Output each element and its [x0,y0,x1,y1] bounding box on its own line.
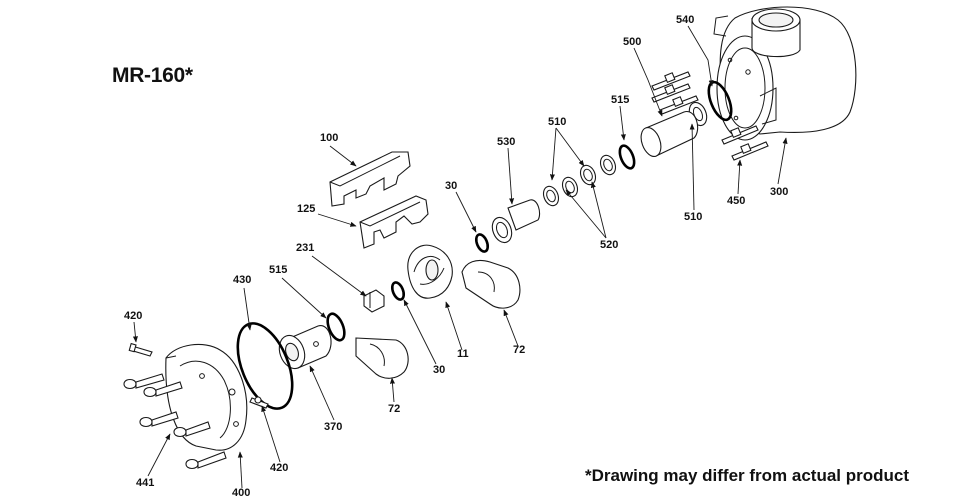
leader-lines [132,25,788,489]
insert-231 [363,289,385,313]
callout-231: 231 [296,242,315,254]
stud-bolts [651,71,769,161]
callout-430: 430 [233,274,252,286]
diagram-title: MR-160* [112,64,193,87]
coupling-370 [278,325,332,370]
callout-510-washer: 510 [684,211,703,223]
o-ring-515 [618,144,636,170]
shaft-sleeve-530 [491,199,541,244]
callout-370: 370 [324,421,343,433]
diffuser-72-upper [461,259,521,309]
callout-500: 500 [623,36,642,48]
seal-rings [542,154,617,207]
o-ring-515-lower [326,312,346,342]
callout-72-lower: 72 [388,403,401,415]
callout-400: 400 [232,487,251,499]
bolts-441 [123,373,227,470]
callout-300: 300 [770,186,789,198]
callout-540: 540 [676,14,695,26]
callout-11: 11 [457,348,469,360]
sleeve-500 [640,111,699,157]
callout-420-upper: 420 [124,310,143,322]
callout-420-lower: 420 [270,462,289,474]
pump-housing [713,6,857,141]
callout-30-lower: 30 [433,364,446,376]
callout-125: 125 [297,203,316,215]
bracket-125 [359,195,429,249]
callout-72-upper: 72 [513,344,526,356]
o-ring-30-upper [474,233,490,253]
callout-515: 515 [611,94,630,106]
callout-530: 530 [497,136,516,148]
disclaimer-note: *Drawing may differ from actual product [585,466,909,485]
callout-510-seal: 510 [548,116,567,128]
callout-515-lower: 515 [269,264,288,276]
o-ring-30-lower [390,281,406,301]
diffuser-72-lower [355,337,409,379]
callout-100: 100 [320,132,339,144]
callout-30-upper: 30 [445,180,458,192]
callout-520: 520 [600,239,619,251]
impeller-11 [407,244,453,299]
callout-441: 441 [136,477,155,489]
bracket-100 [329,151,411,207]
callout-450: 450 [727,195,746,207]
